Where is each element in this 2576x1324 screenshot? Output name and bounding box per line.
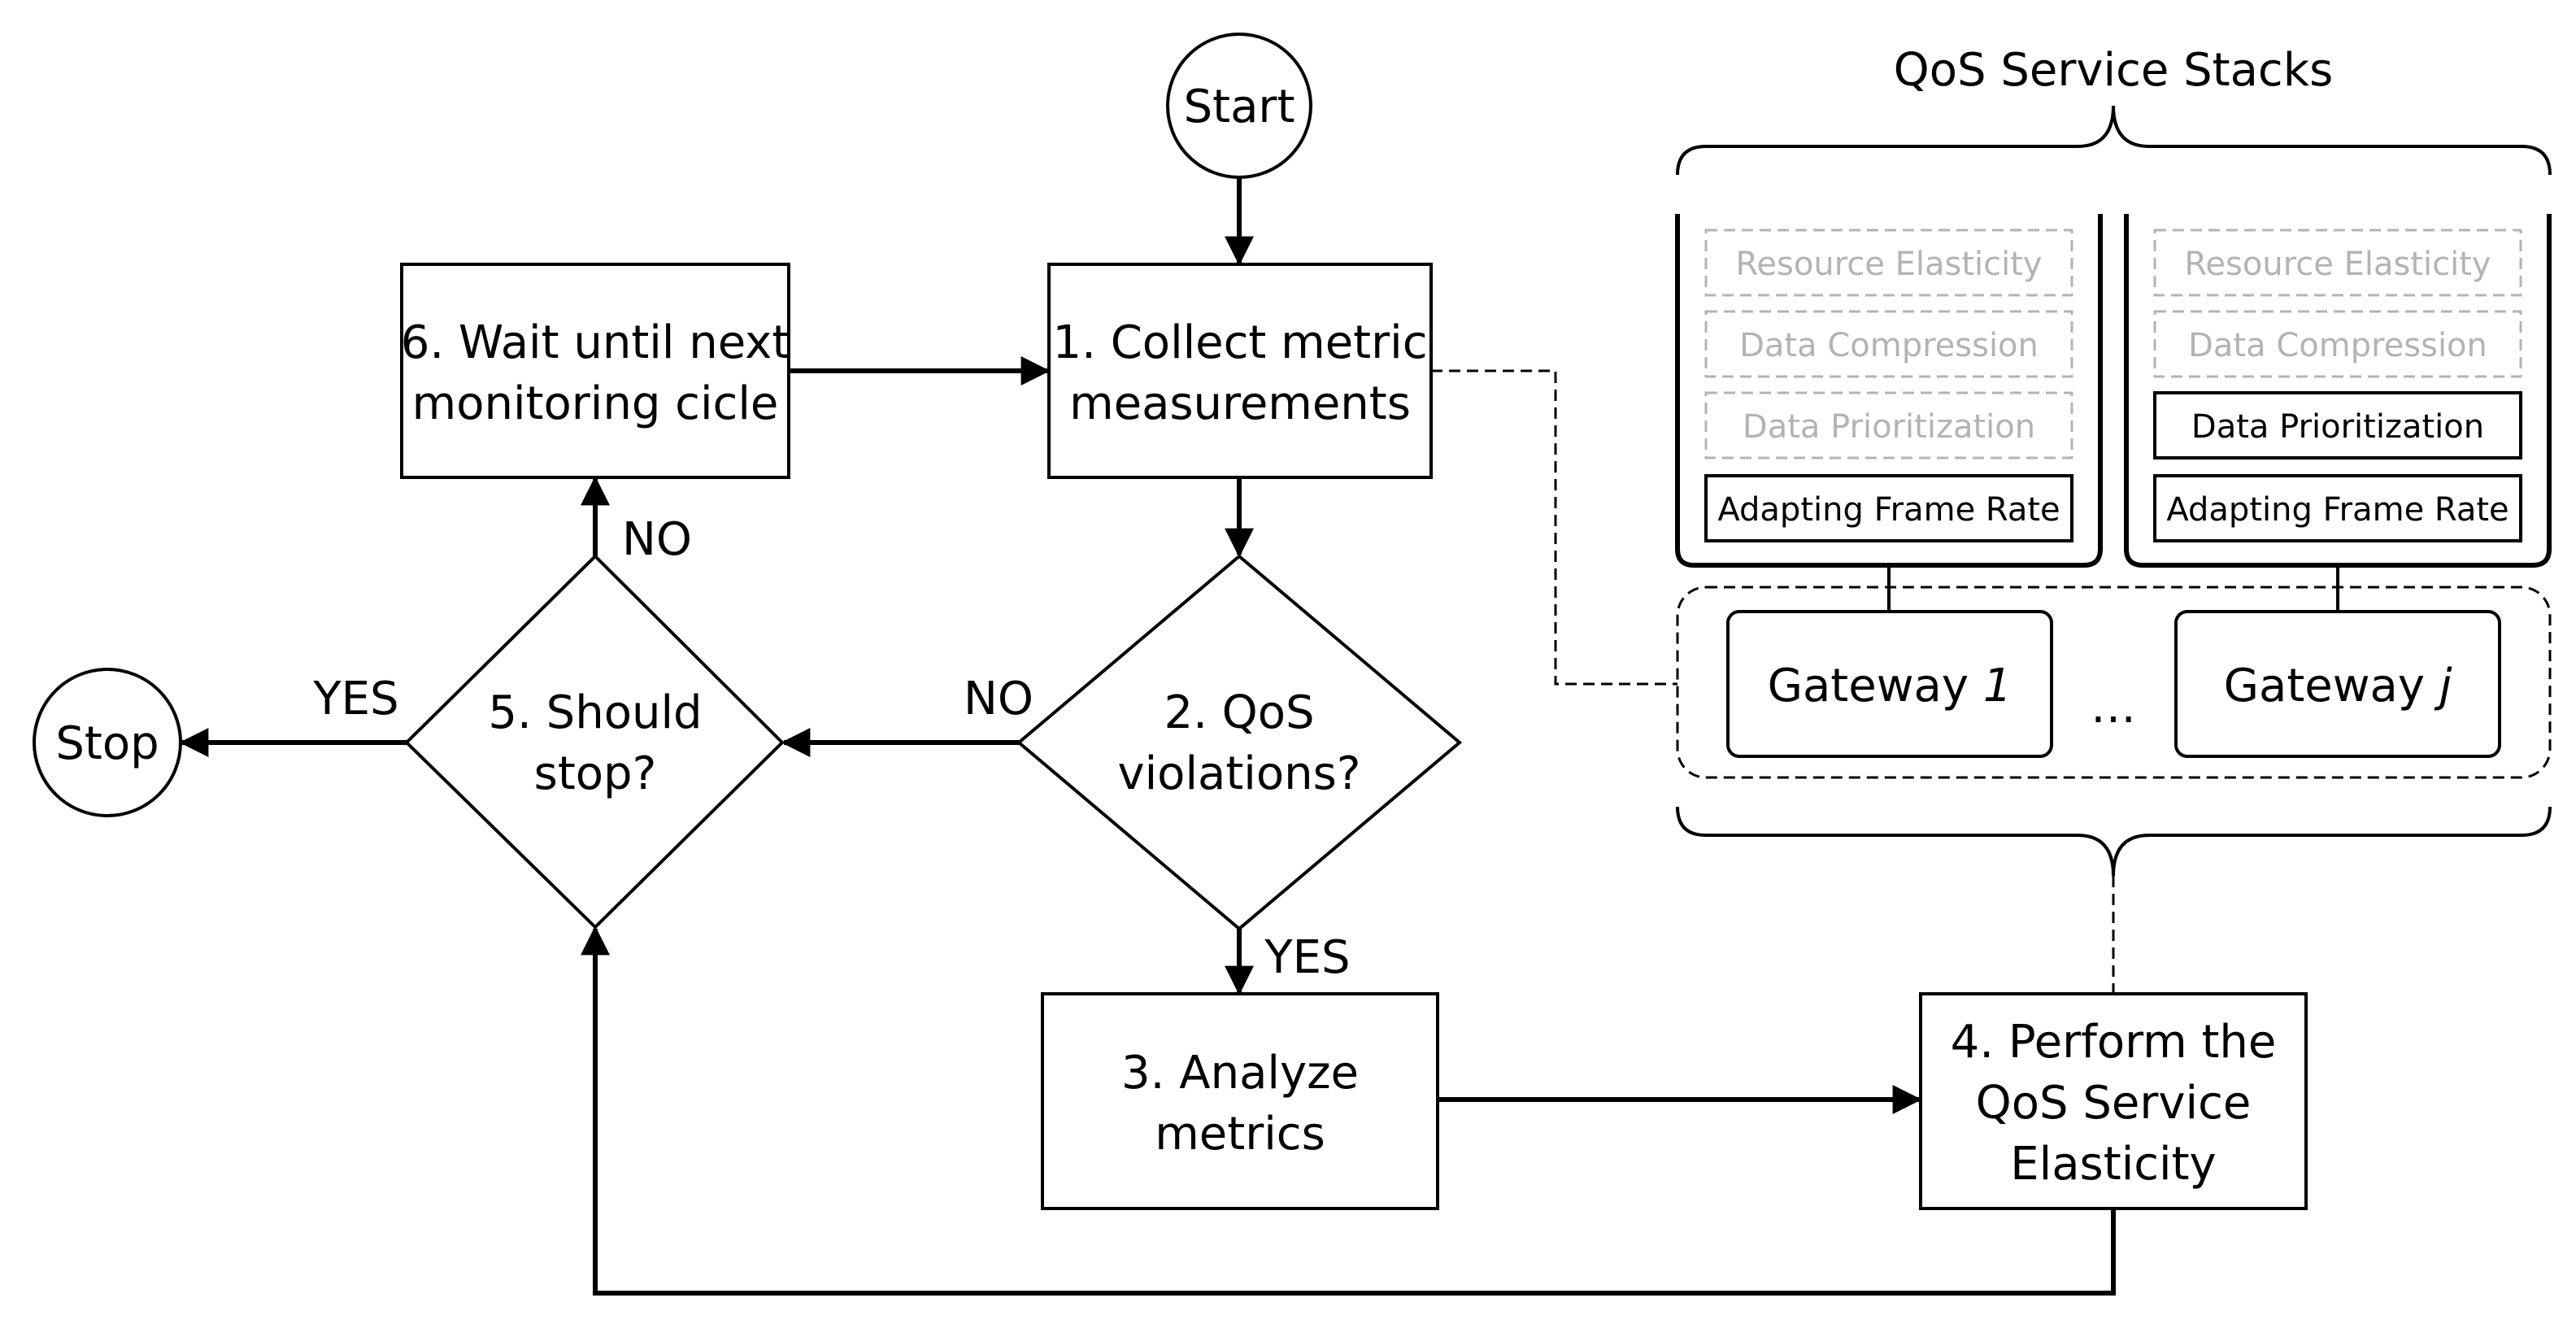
qos-panel: QoS Service Stacks Resource Elasticity D… — [1675, 44, 2552, 877]
step2-line1: 2. QoS — [1164, 686, 1314, 739]
step2-qos-violations: 2. QoS violations? — [1016, 554, 1463, 931]
step5-should-stop: 5. Should stop? — [404, 554, 785, 930]
step3-line1: 3. Analyze — [1121, 1047, 1359, 1100]
dashed-step1-to-gateways — [1431, 369, 1677, 686]
stack1-layer-data-compression — [1704, 310, 2073, 378]
stack1-layer-data-prioritization — [1704, 391, 2073, 459]
step1-line2: measurements — [1069, 377, 1411, 430]
step3-analyze: 3. Analyze metrics — [1041, 992, 1439, 1210]
start-label: Start — [1184, 81, 1295, 133]
gateway-j: Gateway j — [2174, 610, 2501, 758]
qos-title: QoS Service Stacks — [1894, 44, 2334, 97]
step4-perform-elasticity: 4. Perform the QoS Service Elasticity — [1919, 992, 2308, 1210]
gateway-j-label: Gateway j — [2224, 660, 2452, 712]
gateway-j-prefix: Gateway — [2224, 660, 2439, 712]
stack2-layer-resource-elasticity — [2153, 229, 2522, 297]
stack2-layers: Resource Elasticity Data Compression Dat… — [2153, 229, 2522, 542]
stack2-layer-data-compression — [2153, 310, 2522, 378]
gateway-1-label: Gateway 1 — [1768, 660, 2012, 712]
stack1-layer-adapting-frame-rate-label: Adapting Frame Rate — [1717, 491, 2060, 529]
step4-line1: 4. Perform the — [1951, 1016, 2277, 1069]
top-brace — [1676, 105, 2552, 176]
stack2-layer-data-compression-label: Data Compression — [2188, 327, 2487, 364]
stack2-layer-adapting-frame-rate — [2153, 474, 2522, 542]
stack2-layer-adapting-frame-rate-label: Adapting Frame Rate — [2166, 491, 2509, 529]
edge-label-step2-yes: YES — [1264, 931, 1350, 984]
edge-label-step5-no: NO — [622, 513, 692, 566]
step6-wait: 6. Wait until next monitoring cicle — [400, 263, 790, 479]
stop-label: Stop — [55, 717, 159, 770]
gateway-1: Gateway 1 — [1726, 610, 2053, 758]
edge-label-step5-yes: YES — [312, 673, 398, 725]
step5-line2: stop? — [534, 747, 657, 800]
flow-arrows — [179, 177, 2116, 1296]
gateway-ellipsis: … — [2091, 681, 2136, 734]
stack1-layers: Resource Elasticity Data Compression Dat… — [1704, 229, 2073, 542]
stack1-layer-adapting-frame-rate — [1704, 474, 2073, 542]
step6-line2: monitoring cicle — [412, 377, 779, 430]
stop-node: Stop — [33, 668, 182, 817]
step1-collect-metrics: 1. Collect metric measurements — [1047, 263, 1433, 479]
step2-line2: violations? — [1117, 747, 1360, 800]
gateway-1-index: 1 — [1983, 660, 2012, 712]
stack2-layer-data-prioritization-label: Data Prioritization — [2191, 408, 2484, 446]
edge-label-step2-no: NO — [964, 673, 1033, 725]
step5-line1: 5. Should — [488, 686, 702, 739]
gateway-1-prefix: Gateway — [1768, 660, 1983, 712]
step4-line2: QoS Service — [1976, 1077, 2252, 1130]
step4-line3: Elasticity — [2010, 1138, 2216, 1191]
start-node: Start — [1166, 33, 1312, 179]
arrow-step4-to-step5 — [581, 925, 2116, 1296]
bottom-brace — [1676, 806, 2552, 877]
stack2-layer-resource-elasticity-label: Resource Elasticity — [2184, 246, 2491, 283]
stack1-layer-resource-elasticity — [1704, 229, 2073, 297]
step6-line1: 6. Wait until next — [401, 316, 790, 369]
stack1-layer-data-compression-label: Data Compression — [1739, 327, 2039, 364]
stack2-layer-data-prioritization — [2153, 391, 2522, 459]
step3-line2: metrics — [1155, 1108, 1325, 1161]
stack1-layer-resource-elasticity-label: Resource Elasticity — [1735, 246, 2042, 283]
step1-line1: 1. Collect metric — [1052, 316, 1427, 369]
stack1-layer-data-prioritization-label: Data Prioritization — [1743, 408, 2035, 446]
